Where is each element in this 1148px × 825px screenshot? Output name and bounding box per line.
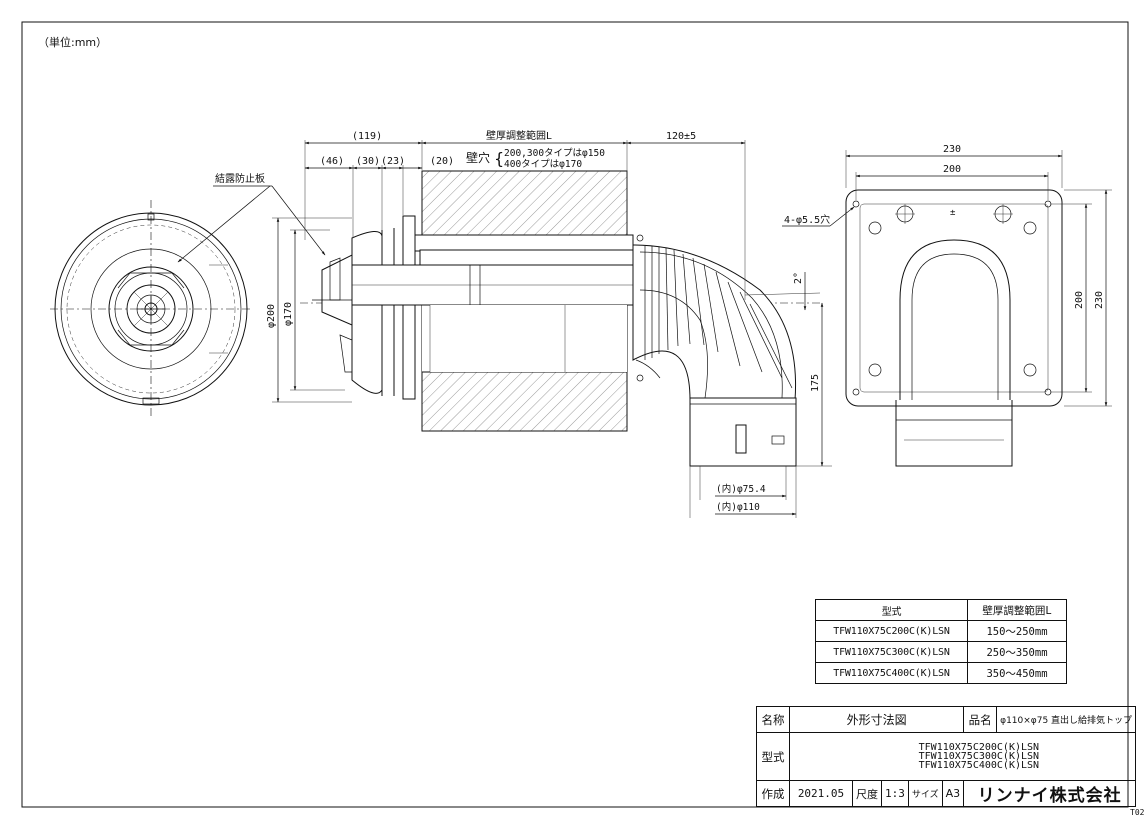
product-label: 品名 xyxy=(963,706,998,733)
svg-text:±: ± xyxy=(950,208,956,218)
dim-119: (119) xyxy=(352,131,382,142)
dim-20: (20) xyxy=(430,156,454,167)
spec-model-cell: TFW110X75C200C(K)LSN xyxy=(815,620,968,642)
side-view-dimensions: (119) 壁厚調整範囲L 120±5 (46) (30) (23) (20) … xyxy=(266,129,832,518)
table-row: TFW110X75C300C(K)LSN 250～350mm xyxy=(815,641,1067,663)
model-line: TFW110X75C300C(K)LSN xyxy=(918,751,1040,762)
table-row: TFW110X75C200C(K)LSN 150～250mm xyxy=(815,620,1067,642)
spec-table: 型式 壁厚調整範囲L TFW110X75C200C(K)LSN 150～250m… xyxy=(815,599,1067,684)
dim-200-top: 200 xyxy=(943,164,961,175)
dim-30: (30) xyxy=(356,156,380,167)
size-value: A3 xyxy=(941,780,965,807)
plate-dimensions: 230 200 4-φ5.5穴 200 230 xyxy=(782,144,1112,407)
spec-header-range: 壁厚調整範囲L xyxy=(967,599,1067,621)
front-view xyxy=(50,200,250,418)
spec-model-cell: TFW110X75C300C(K)LSN xyxy=(815,641,968,663)
plate-view: ± xyxy=(845,189,1063,467)
drawing-frame xyxy=(21,21,1129,808)
hole-note-1: 200,300タイプはφ150 xyxy=(504,148,605,159)
model-line: TFW110X75C400C(K)LSN xyxy=(918,760,1040,771)
title-block: 名称 外形寸法図 品名 φ110×φ75 直出し給排気トップ 型式 TFW110… xyxy=(756,706,1137,807)
dim-phi200: φ200 xyxy=(266,304,277,328)
spec-range-cell: 250～350mm xyxy=(967,641,1067,663)
dim-23: (23) xyxy=(381,156,405,167)
dim-46: (46) xyxy=(320,156,344,167)
hole-note-2: 400タイプはφ170 xyxy=(504,159,582,170)
dim-200-right: 200 xyxy=(1074,291,1085,309)
spec-header-model: 型式 xyxy=(815,599,968,621)
model-line: TFW110X75C200C(K)LSN xyxy=(918,742,1040,753)
dim-angle: 2° xyxy=(793,272,804,284)
dim-230-top: 230 xyxy=(943,144,961,155)
side-view xyxy=(300,170,820,467)
created-value: 2021.05 xyxy=(789,780,853,807)
dim-175: 175 xyxy=(810,374,821,392)
dim-inner-75: (内)φ75.4 xyxy=(716,483,766,495)
dim-phi170: φ170 xyxy=(283,302,294,326)
dim-120: 120±5 xyxy=(666,131,696,142)
model-list: TFW110X75C200C(K)LSN TFW110X75C300C(K)LS… xyxy=(788,732,1137,781)
company-name: リンナイ株式会社 xyxy=(963,780,1137,807)
spec-model-cell: TFW110X75C400C(K)LSN xyxy=(815,662,968,684)
condensation-label: 結露防止板 xyxy=(215,172,265,185)
spec-range-cell: 150～250mm xyxy=(967,620,1067,642)
sheet-number: T02 xyxy=(1130,808,1145,817)
spec-header-row: 型式 壁厚調整範囲L xyxy=(815,599,1067,621)
table-row: TFW110X75C400C(K)LSN 350～450mm xyxy=(815,662,1067,684)
name-label: 名称 xyxy=(756,706,790,733)
size-label: サイズ xyxy=(907,780,943,807)
wall-hole-label: 壁穴 xyxy=(466,150,490,165)
dim-230-right: 230 xyxy=(1094,291,1105,309)
product-value: φ110×φ75 直出し給排気トップ xyxy=(996,706,1137,733)
holes-label: 4-φ5.5穴 xyxy=(784,213,830,226)
scale-label: 尺度 xyxy=(852,780,882,807)
dim-wall-range: 壁厚調整範囲L xyxy=(486,129,552,142)
created-label: 作成 xyxy=(756,780,790,807)
model-label: 型式 xyxy=(756,732,790,781)
unit-label: （単位:mm） xyxy=(38,36,108,49)
spec-range-cell: 350～450mm xyxy=(967,662,1067,684)
scale-value: 1:3 xyxy=(881,780,909,807)
svg-text:{: { xyxy=(494,149,504,168)
condensation-plate-callout: 結露防止板 xyxy=(177,172,326,263)
dim-inner-110: (内)φ110 xyxy=(716,501,760,513)
name-value: 外形寸法図 xyxy=(788,706,965,733)
